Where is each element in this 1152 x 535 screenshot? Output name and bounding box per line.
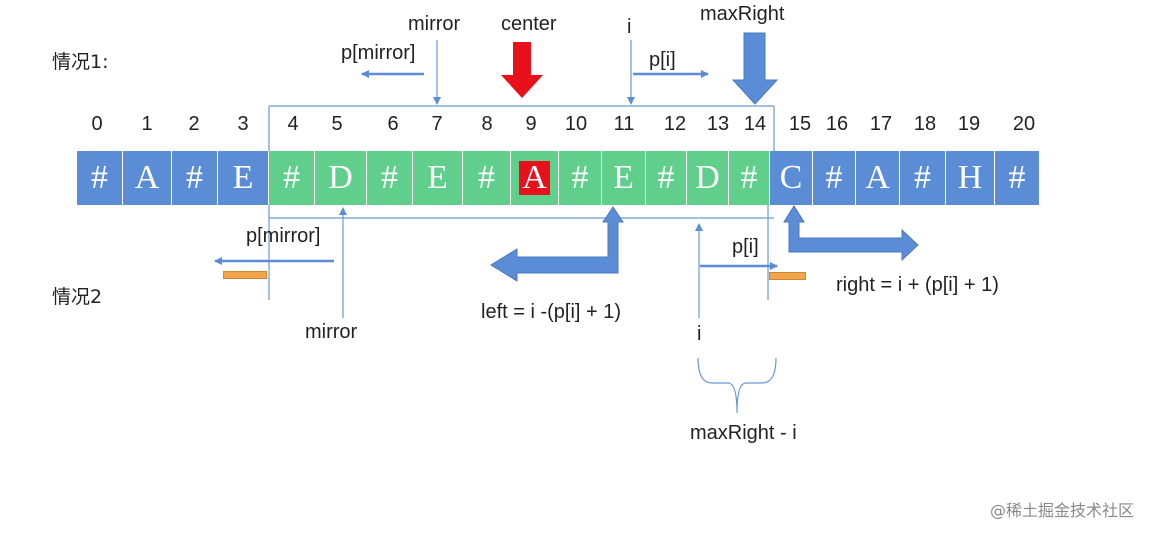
index-label: 5 xyxy=(331,113,343,135)
string-cell: # xyxy=(172,151,218,205)
cell-char: # xyxy=(825,159,843,196)
cell-char: # xyxy=(381,159,398,196)
string-cell: D xyxy=(315,151,367,205)
string-cell: # xyxy=(646,151,687,205)
cell-char: H xyxy=(957,159,983,196)
case1-label: 情况1: xyxy=(52,51,109,73)
left-bent-arrow xyxy=(490,206,624,282)
watermark: @稀土掘金技术社区 xyxy=(989,501,1134,520)
center-arrow xyxy=(501,42,543,98)
p-i-label-top: p[i] xyxy=(649,49,676,71)
string-cell: E xyxy=(218,151,269,205)
string-cell: E xyxy=(602,151,646,205)
index-label: 16 xyxy=(825,113,849,135)
left-orange-bar xyxy=(223,271,267,279)
index-label: 1 xyxy=(141,113,153,135)
index-label: 18 xyxy=(913,113,937,135)
cell-char: E xyxy=(427,159,448,196)
index-label: 19 xyxy=(957,113,981,135)
string-cell: # xyxy=(995,151,1040,205)
string-cell: # xyxy=(367,151,413,205)
index-label: 15 xyxy=(788,113,812,135)
mirror-label-bottom: mirror xyxy=(305,321,358,343)
cell-char: # xyxy=(1008,159,1026,196)
cell-char: # xyxy=(914,159,931,196)
string-cell: # xyxy=(729,151,770,205)
index-label: 8 xyxy=(481,113,493,135)
maxright-minus-i-label: maxRight - i xyxy=(690,422,797,444)
index-label: 7 xyxy=(431,113,443,135)
maxright-arrow xyxy=(731,32,779,105)
p-i-label-bottom: p[i] xyxy=(732,236,759,258)
p-mirror-label-bottom: p[mirror] xyxy=(246,225,321,247)
index-label: 11 xyxy=(613,113,635,135)
string-cell: # xyxy=(900,151,946,205)
index-label: 20 xyxy=(1012,113,1036,135)
string-cell: C xyxy=(770,151,813,205)
string-cell: # xyxy=(559,151,602,205)
center-cell: A xyxy=(511,151,559,205)
index-label: 13 xyxy=(706,113,730,135)
string-cell: # xyxy=(813,151,856,205)
index-label: 6 xyxy=(387,113,399,135)
maxright-label: maxRight xyxy=(700,3,785,25)
index-label: 12 xyxy=(663,113,687,135)
index-label: 2 xyxy=(188,113,200,135)
cell-char: A xyxy=(134,159,160,196)
index-label: 9 xyxy=(525,113,537,135)
cell-char: D xyxy=(695,159,720,196)
i-label-top: i xyxy=(627,16,632,38)
cell-char: # xyxy=(283,159,300,196)
right-orange-bar xyxy=(769,272,806,280)
string-cell: # xyxy=(269,151,315,205)
index-label: 17 xyxy=(869,113,893,135)
string-cell: A xyxy=(856,151,900,205)
mirror-label-top: mirror xyxy=(408,13,461,35)
center-label: center xyxy=(501,13,557,35)
cell-char: E xyxy=(613,159,634,196)
p-mirror-label-top: p[mirror] xyxy=(341,42,416,64)
right-formula: right = i + (p[i] + 1) xyxy=(836,274,999,296)
index-label: 10 xyxy=(564,113,588,135)
cell-char: E xyxy=(232,159,254,196)
string-cell: H xyxy=(946,151,995,205)
cell-char: A xyxy=(519,161,550,195)
cell-char: # xyxy=(478,159,495,196)
cell-char: # xyxy=(740,159,758,196)
cell-char: # xyxy=(657,159,675,196)
cell-char: # xyxy=(186,159,203,196)
i-label-bottom: i xyxy=(697,323,702,345)
string-cell: # xyxy=(463,151,511,205)
index-label: 4 xyxy=(287,113,299,135)
string-cell: E xyxy=(413,151,463,205)
index-label: 0 xyxy=(91,113,103,135)
cell-char: # xyxy=(571,159,589,196)
string-cell: A xyxy=(123,151,172,205)
cell-char: D xyxy=(328,159,353,196)
cell-char: A xyxy=(865,159,890,196)
index-label: 3 xyxy=(237,113,249,135)
cell-char: # xyxy=(91,159,108,196)
maxright-minus-i-brace xyxy=(697,357,777,414)
cell-char: C xyxy=(779,159,803,196)
case2-label: 情况2 xyxy=(52,286,103,308)
left-formula: left = i -(p[i] + 1) xyxy=(481,301,622,323)
string-cell: D xyxy=(687,151,729,205)
index-label: 14 xyxy=(743,113,767,135)
string-cell: # xyxy=(77,151,123,205)
right-bent-arrow xyxy=(783,205,919,262)
